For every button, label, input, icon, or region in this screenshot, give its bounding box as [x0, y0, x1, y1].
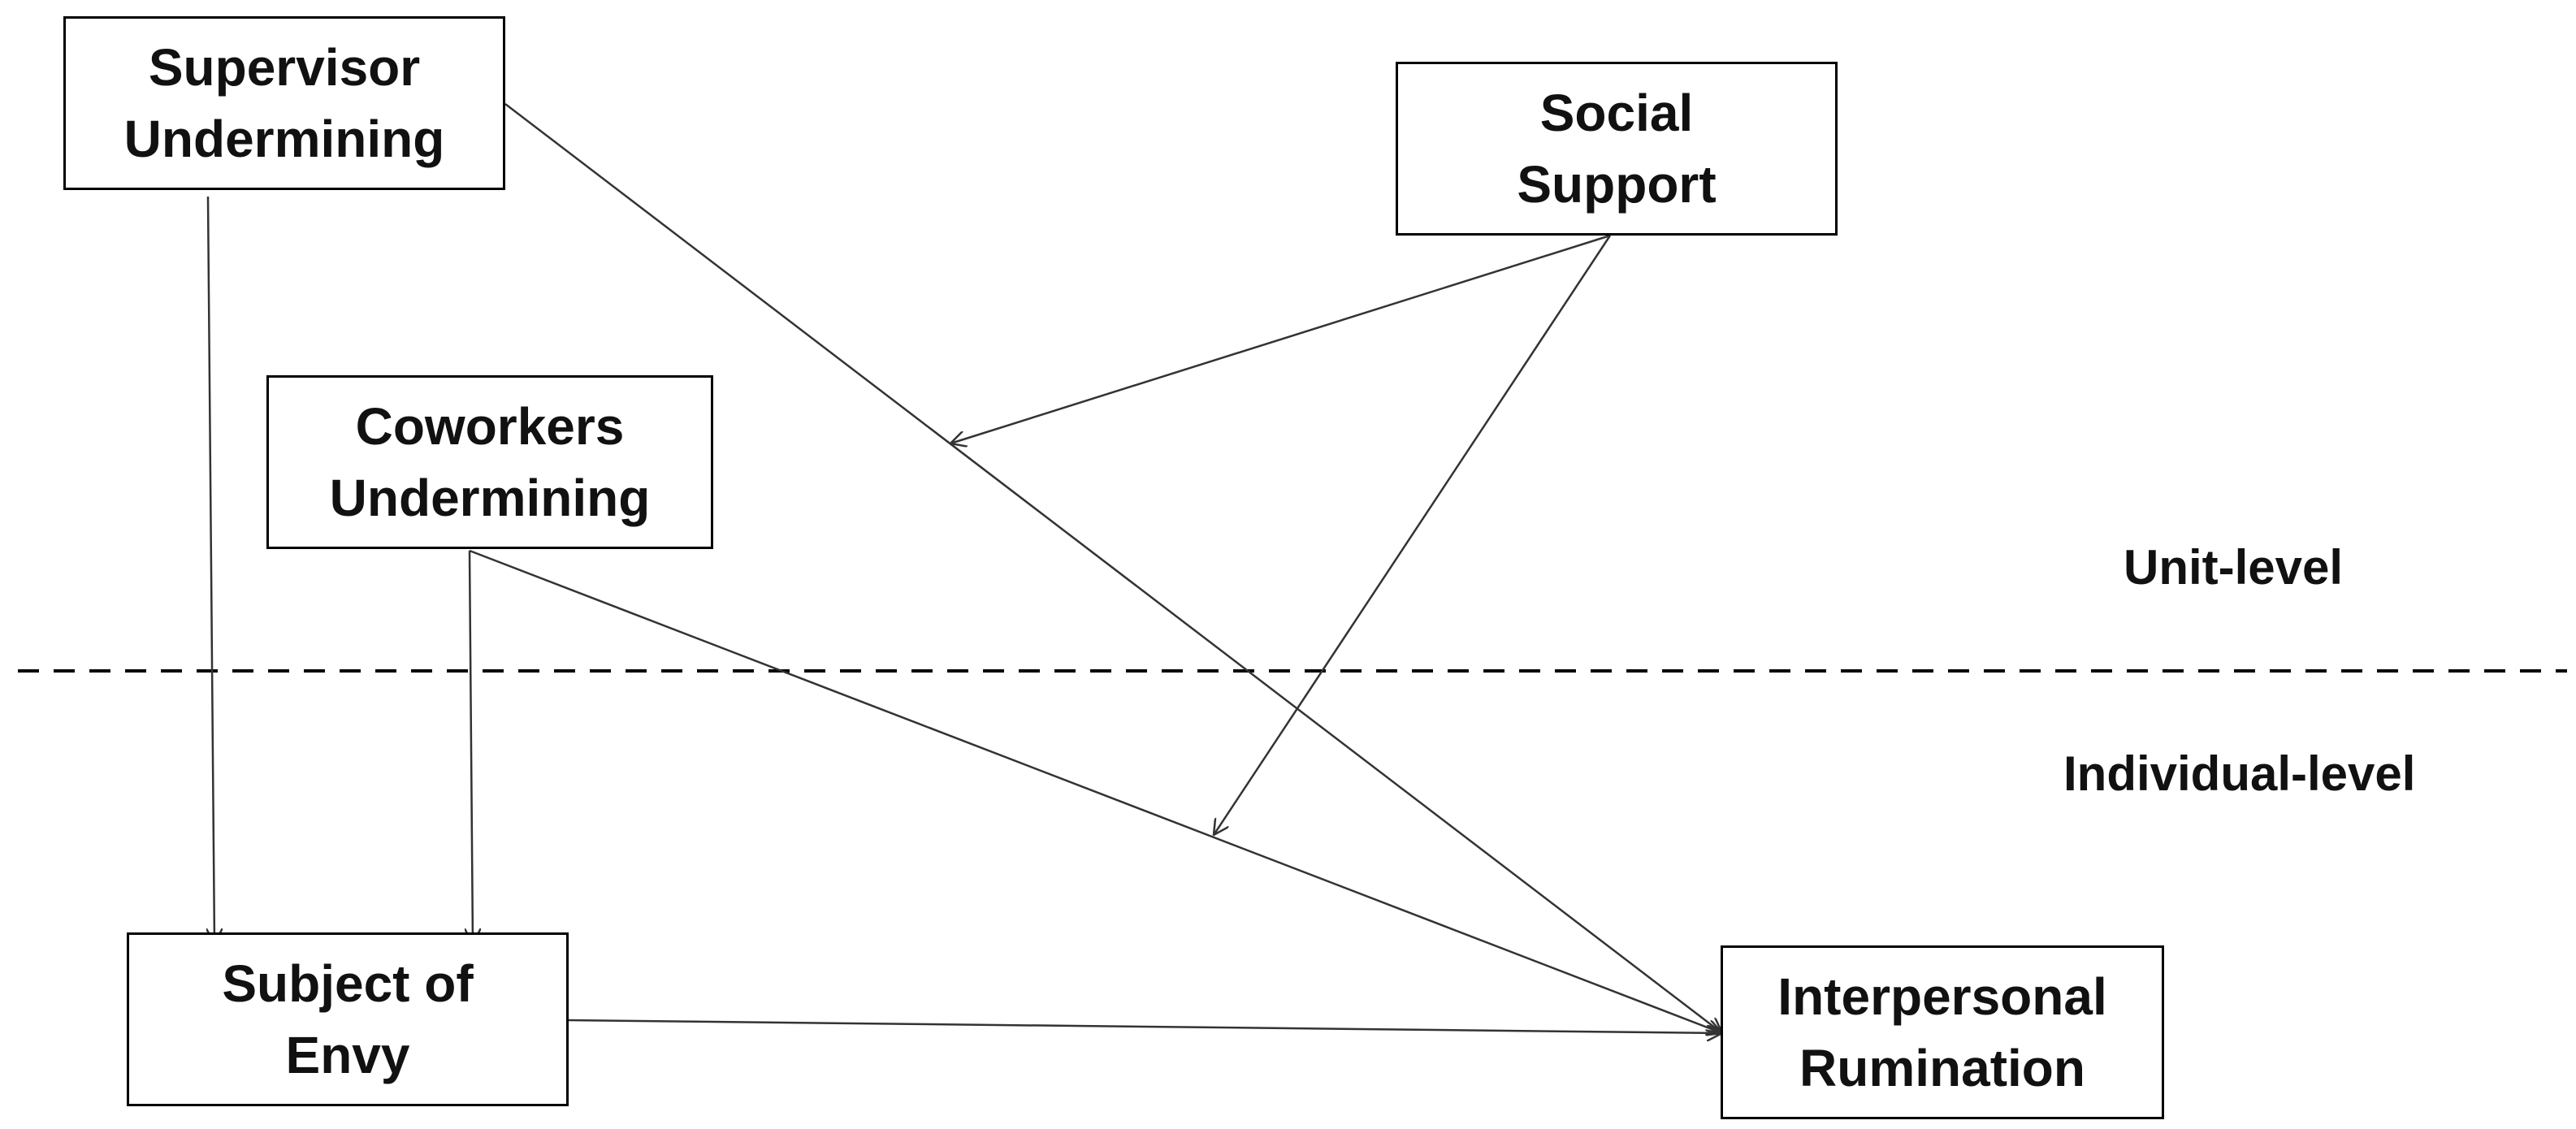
- node-subject-of-envy-line1: Subject of: [222, 954, 474, 1013]
- arrow-support-moderates-coworkers-path: [1214, 235, 1612, 835]
- arrow-coworkers-to-rumination: [469, 549, 1722, 1033]
- node-social-support-line2: Support: [1517, 155, 1717, 214]
- node-social-support-line1: Social: [1539, 84, 1694, 142]
- node-coworkers-undermining: Coworkers Undermining: [266, 375, 713, 549]
- arrow-envy-to-rumination: [566, 1019, 1722, 1033]
- node-supervisor-undermining-line2: Undermining: [123, 110, 445, 168]
- node-subject-of-envy-line2: Envy: [285, 1026, 410, 1084]
- individual-level-label: Individual-level: [2063, 746, 2416, 801]
- unit-level-label: Unit-level: [2124, 540, 2344, 595]
- node-coworkers-undermining-line2: Undermining: [329, 469, 651, 527]
- node-social-support: Social Support: [1396, 62, 1838, 236]
- node-supervisor-undermining-line1: Supervisor: [148, 38, 421, 97]
- arrow-coworkers-to-envy: [470, 550, 473, 944]
- arrow-supervisor-to-envy: [208, 196, 214, 944]
- node-supervisor-undermining: Supervisor Undermining: [63, 16, 505, 190]
- node-interpersonal-rumination-line2: Rumination: [1799, 1039, 2085, 1097]
- arrow-support-moderates-supervisor-path: [950, 234, 1611, 443]
- node-coworkers-undermining-line1: Coworkers: [355, 397, 625, 456]
- node-subject-of-envy: Subject of Envy: [127, 932, 569, 1106]
- node-interpersonal-rumination-line1: Interpersonal: [1777, 967, 2107, 1026]
- node-interpersonal-rumination: Interpersonal Rumination: [1721, 945, 2164, 1119]
- arrow-supervisor-to-rumination: [504, 103, 1722, 1033]
